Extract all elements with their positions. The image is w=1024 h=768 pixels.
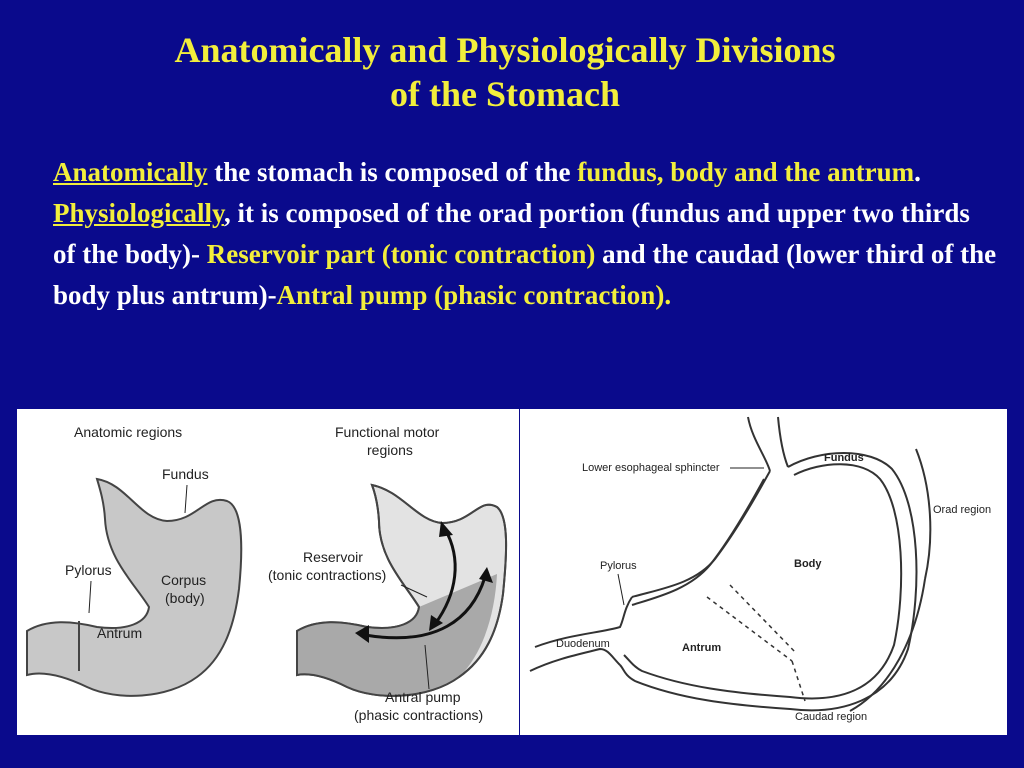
leader-pylorus	[88, 580, 92, 614]
caudad-brace	[849, 578, 926, 712]
antral-pump-arrow-tail-head	[479, 567, 493, 583]
lesser-curvature-inner	[631, 478, 765, 606]
label-pylorus-right: Pylorus	[600, 560, 637, 572]
reservoir-arrow-head-top	[439, 521, 453, 537]
term-anatomically: Anatomically	[53, 157, 208, 187]
stomach-inner-wall	[623, 463, 903, 700]
term-physiologically: Physiologically	[53, 198, 225, 228]
text-segment: and the caudad (lower third of the body …	[53, 239, 997, 310]
functional-stomach	[296, 483, 508, 697]
label-body-right: Body	[794, 558, 822, 570]
label-antrum: Antrum	[97, 625, 142, 641]
leader-fundus	[184, 484, 188, 514]
figure-orad-caudad: Lower esophageal sphincter Fundus Orad r…	[520, 409, 1007, 735]
slide-title: Anatomically and Physiologically Divisio…	[0, 28, 1010, 116]
reservoir-arrow	[433, 528, 457, 625]
label-orad: Orad region	[933, 504, 991, 516]
title-line-2: of the Stomach	[390, 74, 620, 114]
label-antral-pump: Antral pump	[385, 689, 461, 705]
leader-pylorus-right	[617, 573, 625, 606]
esophagus-right-wall	[777, 416, 789, 468]
text-segment: , it is composed of the orad portion (fu…	[53, 198, 970, 269]
antral-pump-arrow	[364, 576, 487, 640]
label-functional-heading-1: Functional motor	[335, 424, 440, 440]
reservoir-arrow-head-bottom	[429, 615, 443, 631]
label-fundus-right: Fundus	[824, 452, 864, 464]
pylorus-bottom	[529, 647, 621, 672]
pylorus-top	[534, 596, 633, 648]
stomach-outer-wall	[619, 452, 918, 712]
orad-caudad-divider	[729, 584, 797, 654]
figure-right-drawing: Lower esophageal sphincter Fundus Orad r…	[529, 416, 991, 723]
label-fundus: Fundus	[162, 466, 209, 482]
label-anatomic-regions: Anatomic regions	[74, 424, 182, 440]
body-antrum-divider	[706, 596, 793, 662]
label-antrum-right: Antrum	[682, 642, 721, 654]
label-corpus: Corpus	[161, 572, 206, 588]
title-line-1: Anatomically and Physiologically Divisio…	[174, 30, 836, 70]
label-tonic: (tonic contractions)	[268, 567, 386, 583]
label-les: Lower esophageal sphincter	[582, 462, 720, 474]
leader-antral-pump	[424, 644, 430, 690]
label-functional-heading-2: regions	[367, 442, 413, 458]
figure-anatomic-functional: Anatomic regions Fundus Pylorus Corpus (…	[17, 409, 519, 735]
anatomic-stomach-shape	[26, 477, 243, 697]
term-reservoir-part: Reservoir part (tonic contraction)	[206, 239, 596, 269]
body-paragraph: Anatomically the stomach is composed of …	[53, 152, 998, 316]
orad-brace	[915, 448, 932, 580]
label-duodenum: Duodenum	[556, 638, 610, 650]
esophagus-left-wall	[747, 416, 771, 472]
term-antral-pump: Antral pump (phasic contraction).	[276, 280, 672, 310]
leader-reservoir	[400, 584, 428, 598]
antral-pump-arrow-head	[355, 625, 369, 643]
text-segment: the stomach is composed of the	[207, 157, 578, 187]
lesser-curvature	[631, 470, 771, 598]
label-caudad: Caudad region	[795, 711, 867, 723]
label-phasic: (phasic contractions)	[354, 707, 483, 723]
functional-stomach-border	[296, 483, 508, 697]
label-pylorus: Pylorus	[65, 562, 112, 578]
antrum-lower-divider	[791, 660, 806, 702]
label-reservoir: Reservoir	[303, 549, 363, 565]
figure-left-drawing: Anatomic regions Fundus Pylorus Corpus (…	[26, 424, 508, 723]
text-segment: .	[914, 157, 921, 187]
term-fundus-body-antrum: fundus, body and the antrum	[577, 157, 915, 187]
label-body: (body)	[165, 590, 205, 606]
